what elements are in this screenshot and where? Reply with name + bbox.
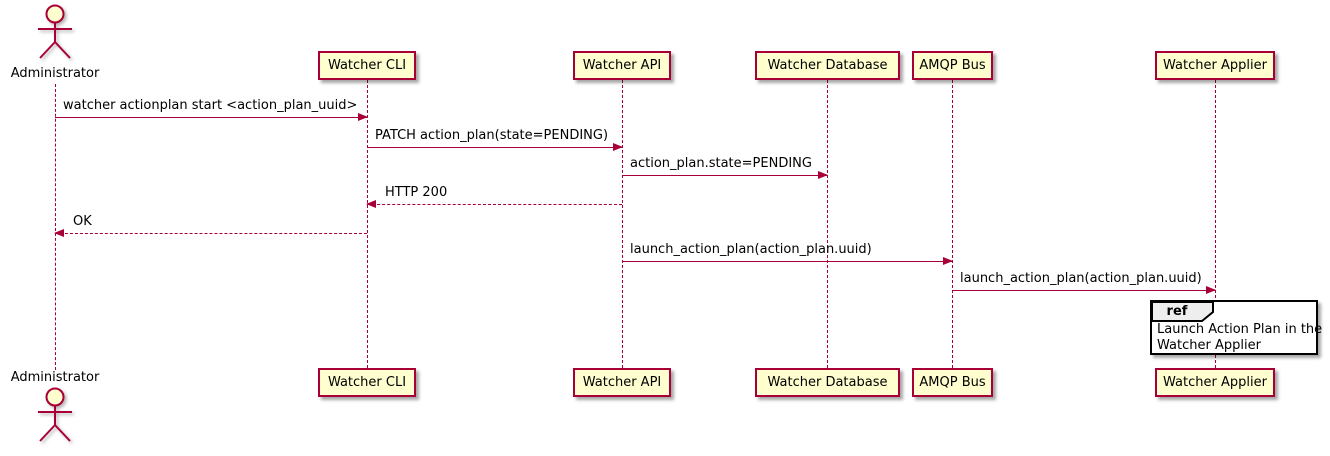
ref-text: Launch Action Plan in the Watcher Applie… (1157, 322, 1322, 354)
lifeline-watcher-database (827, 80, 828, 368)
message-patch-action-plan-label: PATCH action_plan(state=PENDING) (375, 128, 609, 143)
participant-watcher-database-bottom: Watcher Database (755, 368, 900, 397)
administrator-actor-icon-bottom (38, 387, 72, 442)
message-launch-action-plan-bus-label: launch_action_plan(action_plan.uuid) (960, 271, 1202, 286)
arrowhead-right-icon (818, 171, 828, 179)
arrowhead-left-icon (54, 229, 64, 237)
arrowhead-right-icon (613, 143, 623, 151)
arrowhead-left-icon (366, 200, 376, 208)
lifeline-amqp-bus (952, 80, 953, 368)
message-line (622, 261, 952, 262)
lifeline-watcher-applier (1215, 80, 1216, 368)
lifeline-administrator (55, 84, 56, 370)
administrator-label-bottom: Administrator (10, 370, 100, 385)
message-line (367, 147, 622, 148)
ref-text-line2: Watcher Applier (1157, 338, 1261, 353)
participant-watcher-api-top: Watcher API (573, 51, 671, 80)
message-launch-action-plan-api-label: launch_action_plan(action_plan.uuid) (630, 242, 872, 257)
administrator-actor-icon (38, 4, 72, 59)
participant-watcher-cli-bottom: Watcher CLI (318, 368, 416, 397)
message-state-pending-label: action_plan.state=PENDING (630, 156, 812, 171)
message-line (367, 204, 622, 205)
message-http-200-label: HTTP 200 (385, 185, 448, 200)
participant-amqp-bus-bottom: AMQP Bus (912, 368, 993, 397)
participant-watcher-applier-top: Watcher Applier (1155, 51, 1275, 80)
ref-keyword: ref (1166, 303, 1188, 319)
ref-fragment: ref Launch Action Plan in the Watcher Ap… (1150, 300, 1322, 355)
message-line (622, 175, 827, 176)
lifeline-watcher-cli (367, 80, 368, 368)
ref-header-pentagon-icon (1151, 301, 1214, 322)
lifeline-watcher-api (622, 80, 623, 368)
arrowhead-right-icon (358, 113, 368, 121)
message-line (55, 117, 367, 118)
arrowhead-right-icon (1206, 286, 1216, 294)
ref-text-line1: Launch Action Plan in the (1157, 322, 1323, 337)
participant-watcher-applier-bottom: Watcher Applier (1155, 368, 1275, 397)
arrowhead-right-icon (943, 257, 953, 265)
participant-watcher-database-top: Watcher Database (755, 51, 900, 80)
participant-amqp-bus-top: AMQP Bus (912, 51, 993, 80)
administrator-label-top: Administrator (10, 66, 100, 81)
participant-watcher-cli-top: Watcher CLI (318, 51, 416, 80)
message-ok-label: OK (73, 214, 92, 229)
message-line (952, 290, 1215, 291)
message-actionplan-start-label: watcher actionplan start <action_plan_uu… (63, 98, 358, 113)
participant-watcher-api-bottom: Watcher API (573, 368, 671, 397)
message-line (55, 233, 367, 234)
